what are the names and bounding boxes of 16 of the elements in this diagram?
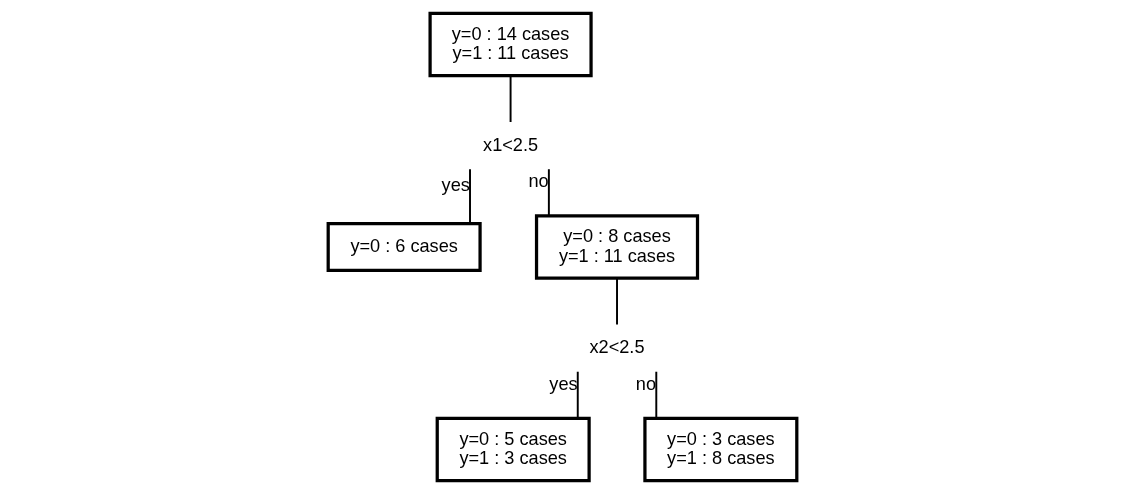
connector [576,370,579,420]
edge-label: yes [549,373,578,394]
node-box: y=0 : 5 cases y=1 : 3 cases [435,416,591,483]
node-text: x1<2.5 [483,134,539,155]
connector [616,277,618,326]
connector [509,75,512,123]
connector [469,168,471,225]
node-box: y=0 : 8 cases y=1 : 11 cases [534,214,700,280]
connector [547,168,550,217]
connector [655,370,658,420]
node-box: y=0 : 3 cases y=1 : 8 cases [643,416,799,483]
edge-label: no [528,171,549,192]
edge-label: yes [441,175,470,196]
node-box: y=0 : 6 cases [326,222,482,272]
node-text: x2<2.5 [589,337,645,358]
node-box: y=0 : 14 cases y=1 : 11 cases [428,11,593,78]
